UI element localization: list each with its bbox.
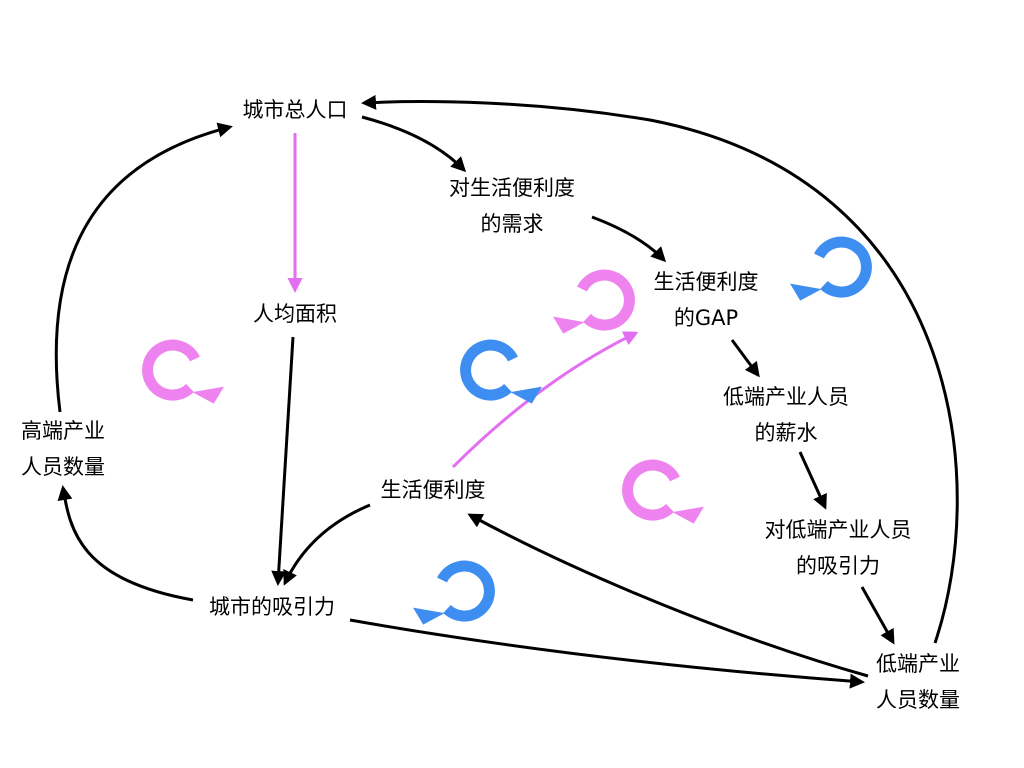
clockwise-loop-icon [413,560,495,625]
loop-label: B1 [161,362,179,378]
edge-convenience-to-cityattraction [283,503,371,586]
node-demand-for-convenience: 对生活便利度 的需求 [449,170,575,242]
node-label: 城市总人口 [242,98,348,122]
edge-gap-to-salary [730,339,760,378]
clockwise-loop-icon [553,269,635,334]
loop-r3: R3 [413,560,495,625]
edge-population-to-demand [361,115,467,173]
node-city-attraction: 城市的吸引力 [209,589,335,625]
counterclockwise-loop-icon [142,339,224,404]
loop-r2: R2 [790,236,872,301]
edge-convenience-to-gap [451,331,639,469]
edge-cityattraction-to-highend [57,485,194,602]
clockwise-loop-icon [790,236,872,301]
node-label-line-2: 人员数量 [21,455,105,479]
node-label-line-2: 的GAP [673,306,739,330]
node-label-line-2: 的吸引力 [796,554,880,578]
node-low-end-attraction: 对低端产业人员 的吸引力 [765,512,912,584]
counterclockwise-loop-icon [460,339,542,404]
loop-label: R2 [836,259,854,275]
node-label: 人均面积 [253,302,337,326]
node-label-line-2: 的需求 [480,212,544,236]
node-low-end-salary: 低端产业人员 的薪水 [723,379,849,451]
loop-label: B2 [641,482,659,498]
edge-attraction-to-lowend [860,586,895,645]
node-convenience-gap: 生活便利度 的GAP [654,264,759,336]
edge-area-to-cityattraction [271,336,295,586]
edge-lowend-to-convenience [467,513,869,678]
loop-b2: B2 [622,459,704,524]
node-high-end-workers: 高端产业 人员数量 [21,413,105,485]
node-label-line-1: 对低端产业人员 [764,518,912,542]
counterclockwise-loop-icon [622,459,704,524]
node-label-line-1: 生活便利度 [653,270,759,294]
node-label-line-1: 低端产业人员 [723,385,849,409]
loop-b1: B1 [142,339,224,404]
loop-label: R1 [479,362,497,378]
pink-arrows [287,133,639,469]
node-label-line-1: 高端产业 [21,419,105,443]
loop-b3: B3 [553,269,635,334]
node-low-end-workers: 低端产业 人员数量 [876,646,960,718]
loop-label: R3 [459,583,477,599]
edge-demand-to-gap [591,215,667,263]
edge-highend-to-population [54,122,233,413]
node-label: 城市的吸引力 [209,595,335,619]
edge-cityattraction-to-lowend [349,618,865,689]
node-convenience: 生活便利度 [381,472,486,508]
loop-r1: R1 [460,339,542,404]
node-label-line-1: 低端产业 [876,652,960,676]
node-per-capita-area: 人均面积 [253,296,337,332]
black-arrows [54,94,959,689]
node-total-population: 城市总人口 [243,92,348,128]
edge-salary-to-attraction [798,451,827,510]
loop-label: B3 [599,292,617,308]
node-label-line-1: 对生活便利度 [449,176,575,200]
node-label-line-2: 的薪水 [754,421,818,445]
node-label-line-2: 人员数量 [876,688,960,712]
node-label: 生活便利度 [380,478,486,502]
edge-lowend-to-population [361,94,959,644]
